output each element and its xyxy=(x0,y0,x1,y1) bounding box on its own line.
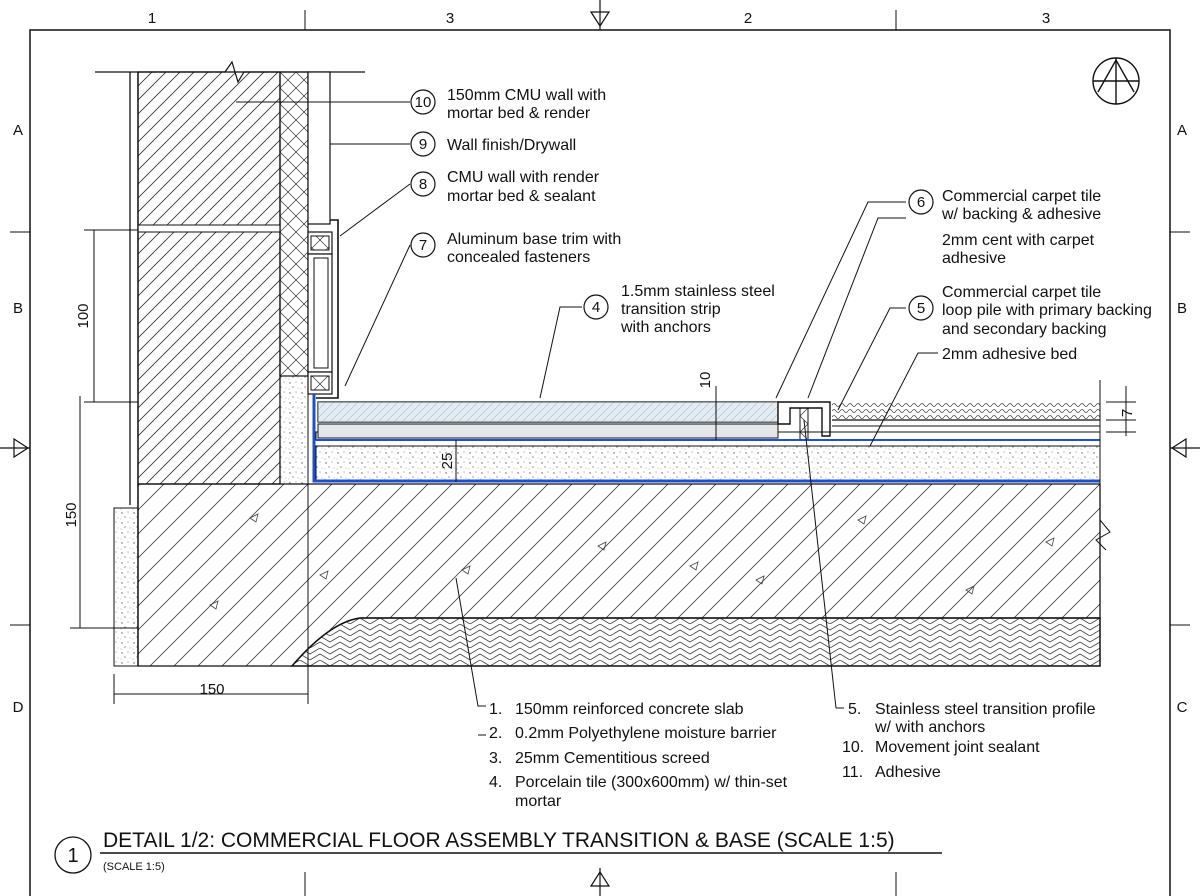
callout-7: 7 Aluminum base trim with concealed fast… xyxy=(410,231,621,266)
note-text: Porcelain tile (300x600mm) w/ thin-set xyxy=(515,774,788,791)
north-arrow-icon xyxy=(1092,57,1140,105)
callout-text-line4: 2mm adhesive bed xyxy=(942,346,1077,363)
note-text-cont: mortar xyxy=(515,793,562,810)
callout-text-line3: with anchors xyxy=(620,319,711,336)
insulation-layer xyxy=(279,71,339,485)
callout-bubble-6 xyxy=(908,189,934,215)
center-mark-bottom-icon xyxy=(589,868,611,896)
callout-text-line2: mortar bed & sealant xyxy=(447,188,596,205)
cmu-wall xyxy=(95,60,365,667)
callout-6: 6 Commercial carpet tile w/ backing & ad… xyxy=(908,188,1101,267)
callout-bubble-10 xyxy=(410,89,436,115)
callout-8: 8 CMU wall with render mortar bed & seal… xyxy=(410,169,600,205)
callout-text-line1: 1.5mm stainless steel xyxy=(621,283,775,300)
notes-list-left: 1. 150mm reinforced concrete slab 2. 0.2… xyxy=(489,701,788,810)
grid-label-left-3: D xyxy=(13,699,24,716)
callout-bubble-8 xyxy=(410,171,436,197)
note-text: 150mm reinforced concrete slab xyxy=(515,701,744,718)
note-number: 1. xyxy=(489,701,502,718)
grid-label-right-1: A xyxy=(1177,122,1187,139)
title-number: 1 xyxy=(67,845,78,867)
callout-text-line1: Commercial carpet tile xyxy=(942,188,1101,205)
callout-bubble-7 xyxy=(410,232,436,258)
notes-list-right: 5. Stainless steel transition profile w/… xyxy=(842,701,1096,781)
dim-150-horizontal: 150 xyxy=(199,681,224,698)
dim-150-vertical: 150 xyxy=(63,502,80,527)
callout-text-line2: transition strip xyxy=(621,301,721,318)
callout-number: 4 xyxy=(592,299,600,316)
callout-text-line1: 150mm CMU wall with xyxy=(447,87,606,104)
callout-text-line1: Aluminum base trim with xyxy=(447,231,621,248)
callout-text-line2: mortar bed & render xyxy=(447,105,591,122)
callout-number: 9 xyxy=(419,136,427,153)
grid-label-top-4: 3 xyxy=(1042,10,1050,27)
note-number: 2. xyxy=(489,725,502,742)
title-bubble xyxy=(54,836,92,874)
callout-text-line1: Commercial carpet tile xyxy=(942,284,1101,301)
callout-bubble-4 xyxy=(583,294,609,320)
note-number: 5. xyxy=(848,701,861,718)
callout-number: 5 xyxy=(917,300,925,317)
center-mark-left-icon xyxy=(0,437,30,459)
grid-label-top-1: 1 xyxy=(148,10,156,27)
note-text: Adhesive xyxy=(875,764,941,781)
grid-label-left-2: B xyxy=(13,300,23,317)
note-text: 25mm Cementitious screed xyxy=(515,750,710,767)
callout-number: 10 xyxy=(415,94,432,111)
callout-text-line2: loop pile with primary backing xyxy=(942,302,1152,319)
callout-5: 5 Commercial carpet tile loop pile with … xyxy=(908,284,1152,363)
callout-text-line2: w/ backing & adhesive xyxy=(941,206,1101,223)
callout-9: 9 Wall finish/Drywall xyxy=(410,131,576,157)
note-number: 11. xyxy=(842,764,863,781)
note-number: 3. xyxy=(489,750,502,767)
grid-label-left-1: A xyxy=(13,122,23,139)
grid-label-top-3: 2 xyxy=(744,10,752,27)
callout-text-line1: Wall finish/Drywall xyxy=(447,137,576,154)
callout-number: 7 xyxy=(419,237,427,254)
callout-text-line4: adhesive xyxy=(942,250,1006,267)
callout-number: 8 xyxy=(419,176,427,193)
note-number: 4. xyxy=(489,774,502,791)
note-text-cont: w/ with anchors xyxy=(874,719,985,736)
center-mark-right-icon xyxy=(1170,437,1200,459)
callout-text-line3: 2mm cent with carpet xyxy=(942,232,1095,249)
floor-build-up xyxy=(312,380,1101,484)
ground-fill xyxy=(290,617,1101,667)
note-text: Stainless steel transition profile xyxy=(875,701,1096,718)
dim-25: 25 xyxy=(439,453,456,470)
callout-bubble-9 xyxy=(410,131,436,157)
callout-4: 4 1.5mm stainless steel transition strip… xyxy=(583,283,775,336)
scale-note: (SCALE 1:5) xyxy=(103,861,165,873)
grid-label-top-2: 3 xyxy=(446,10,454,27)
dim-10: 10 xyxy=(697,372,714,389)
title-block: 1 DETAIL 1/2: COMMERCIAL FLOOR ASSEMBLY … xyxy=(54,829,942,874)
callout-text-line2: concealed fasteners xyxy=(447,249,590,266)
callout-text-line3: and secondary backing xyxy=(942,321,1107,338)
leader-lines xyxy=(236,101,938,736)
callout-bubble-5 xyxy=(908,295,934,321)
grid-label-right-3: C xyxy=(1177,699,1188,716)
note-text: 0.2mm Polyethylene moisture barrier xyxy=(515,725,777,742)
callout-text-line1: CMU wall with render xyxy=(447,169,600,186)
dim-100: 100 xyxy=(75,303,92,328)
dimension-lines xyxy=(70,229,1136,704)
note-number: 10. xyxy=(842,739,864,756)
callout-10: 10 150mm CMU wall with mortar bed & rend… xyxy=(410,87,606,122)
note-text: Movement joint sealant xyxy=(875,739,1040,756)
dim-7: 7 xyxy=(1119,409,1136,417)
callout-number: 6 xyxy=(917,194,925,211)
center-mark-top-icon xyxy=(589,0,611,30)
page-title: DETAIL 1/2: COMMERCIAL FLOOR ASSEMBLY TR… xyxy=(103,829,895,852)
grid-label-right-2: B xyxy=(1177,300,1187,317)
